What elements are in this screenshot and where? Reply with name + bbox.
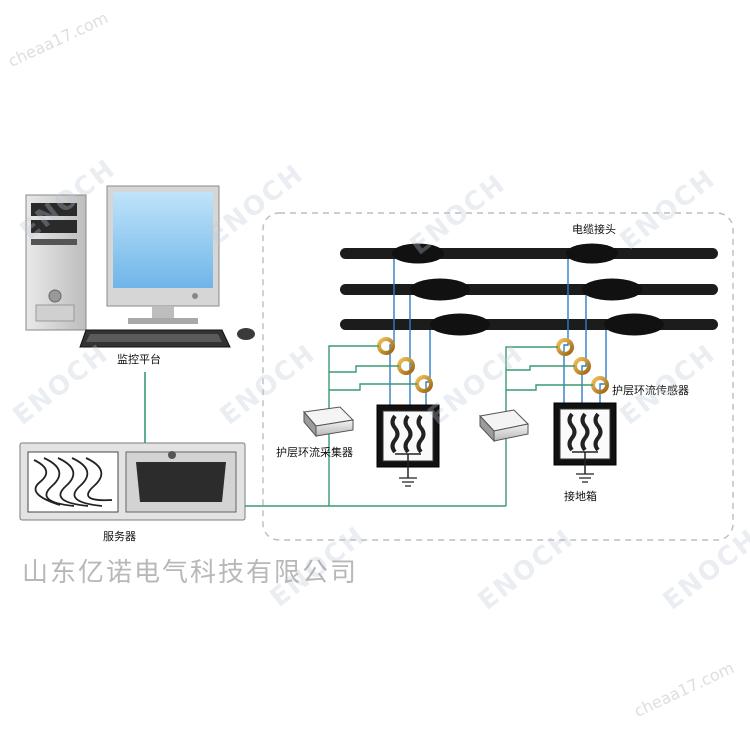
grounding-box-right [553, 402, 617, 483]
sensor-label: 护层环流传感器 [612, 383, 689, 397]
cable-1 [340, 243, 718, 264]
computer-tower [25, 194, 87, 331]
cable-2 [340, 278, 718, 301]
right-sensor-wires [563, 259, 607, 418]
keyboard [79, 329, 231, 348]
monitor-platform-label: 监控平台 [117, 352, 161, 366]
server-label: 服务器 [103, 530, 136, 543]
company-name: 山东亿诺电气科技有限公司 [22, 558, 359, 588]
sensor-ring-icon [397, 357, 415, 375]
mouse [237, 328, 255, 340]
grounding-box-left [376, 404, 440, 487]
right-signal-lines [496, 346, 593, 506]
sheath-current-collector-left [303, 406, 355, 438]
grounding-box-label: 接地箱 [564, 489, 597, 503]
cable-3 [340, 313, 718, 336]
monitor [106, 185, 220, 324]
sensor-ring-icon [556, 338, 574, 356]
sheath-current-collector-right [479, 409, 530, 443]
field-boundary [262, 212, 734, 541]
sensor-ring-icon [377, 337, 395, 355]
left-sensor-rings [377, 337, 433, 393]
collector-label: 护层环流采集器 [276, 445, 353, 459]
sensor-ring-icon [415, 375, 433, 393]
server [19, 442, 246, 521]
cable-joint-label: 电缆接头 [572, 223, 616, 236]
